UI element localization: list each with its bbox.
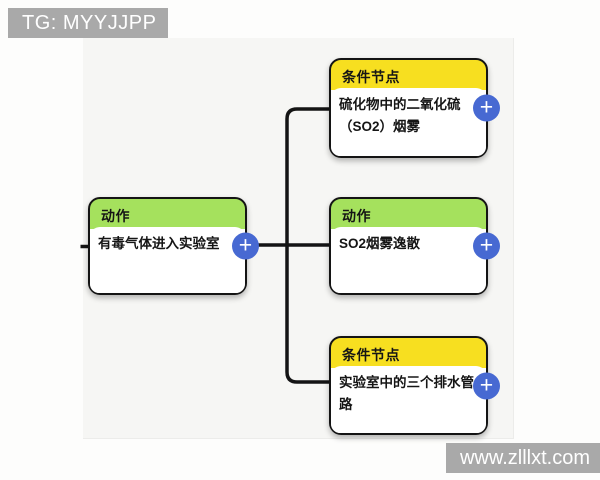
watermark-website: www.zlllxt.com [445,443,600,473]
node-type-label: 条件节点 [342,347,400,363]
node-action-so2-spread[interactable]: 动作 SO2烟雾逸散 + [329,197,500,295]
add-node-button[interactable]: + [473,93,500,122]
plus-icon: + [479,93,494,120]
node-condition-drain-pipes[interactable]: 条件节点 实验室中的三个排水管路 + [329,336,500,435]
node-text: 有毒气体进入实验室 [90,227,245,293]
node-condition-so2-source[interactable]: 条件节点 硫化物中的二氧化硫（SO2）烟雾 + [329,58,500,158]
add-node-button[interactable]: + [232,231,259,260]
add-node-button[interactable]: + [473,372,500,399]
plus-icon: + [479,231,494,258]
node-type-label: 条件节点 [342,69,400,85]
node-text: SO2烟雾逸散 [331,227,486,293]
node-type-label: 动作 [342,208,371,224]
plus-icon: + [479,371,494,397]
node-type-label: 动作 [101,208,130,224]
edge-branch-top-bottom [285,107,334,384]
node-action-start[interactable]: 动作 有毒气体进入实验室 + [88,197,259,295]
watermark-telegram: TG: MYYJJPP [8,8,169,38]
node-text: 实验室中的三个排水管路 [331,366,486,433]
plus-icon: + [238,231,253,258]
add-node-button[interactable]: + [473,231,500,260]
node-text: 硫化物中的二氧化硫（SO2）烟雾 [331,88,486,156]
